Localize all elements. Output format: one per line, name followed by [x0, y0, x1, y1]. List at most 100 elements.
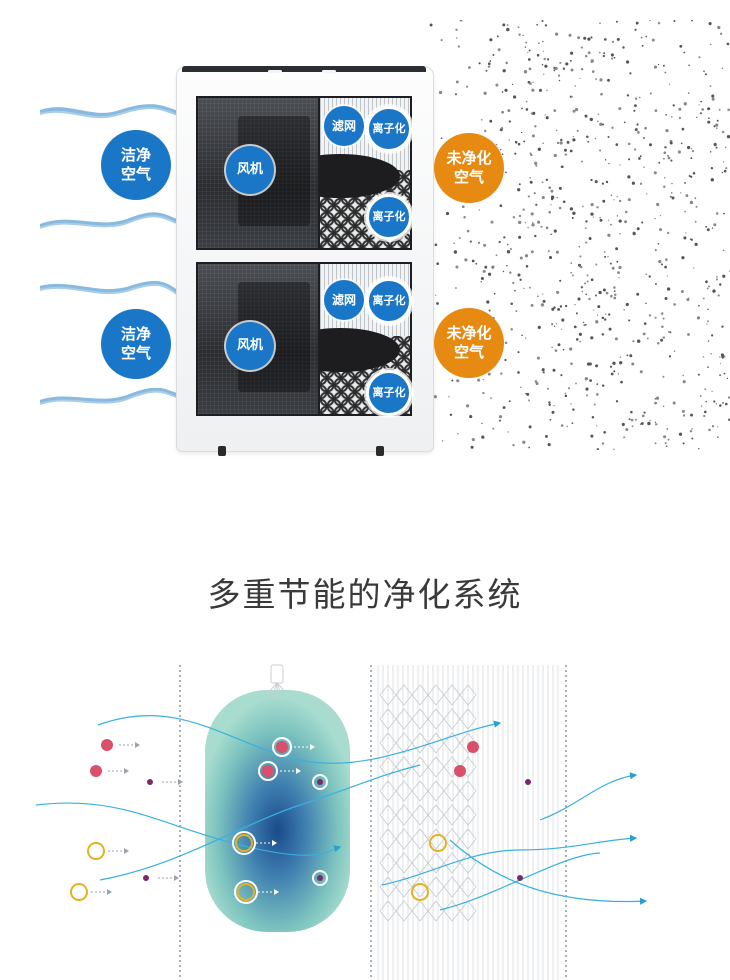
dust-particle: [597, 120, 599, 122]
dust-particle: [498, 419, 502, 422]
dust-particle: [627, 198, 631, 202]
dust-particle: [605, 291, 609, 295]
dust-particle: [662, 64, 665, 67]
dust-particle: [717, 294, 720, 297]
arrow-head: [272, 840, 277, 846]
dust-particle: [666, 287, 671, 291]
dust-particle: [641, 414, 645, 418]
dust-particle: [600, 92, 603, 96]
dust-particle: [597, 113, 600, 116]
dust-particle: [502, 270, 505, 273]
dust-particle: [535, 381, 539, 386]
dust-particle: [596, 448, 600, 450]
unpurified-dust-cloud: [422, 20, 730, 450]
dust-particle: [706, 323, 708, 325]
dust-particle: [544, 434, 548, 438]
dust-particle: [528, 425, 532, 429]
dust-particle: [570, 262, 573, 265]
dust-particle: [564, 394, 568, 398]
dust-particle: [659, 214, 662, 217]
dust-particle: [649, 419, 651, 422]
dust-particle: [440, 39, 443, 42]
dust-particle: [601, 182, 605, 185]
dust-particle: [671, 192, 673, 194]
dust-particle: [514, 289, 516, 292]
dust-particle: [540, 303, 545, 307]
dust-particle: [489, 119, 493, 123]
dust-particle: [493, 292, 496, 295]
dust-particle: [591, 415, 595, 419]
dust-particle: [619, 361, 623, 365]
dust-particle: [544, 24, 548, 27]
dust-particle: [667, 231, 670, 235]
dust-particle: [495, 254, 498, 257]
dust-particle: [723, 372, 726, 375]
dust-particle: [721, 325, 724, 328]
dust-particle: [514, 140, 518, 144]
dust-particle: [537, 325, 541, 329]
dust-particle: [564, 148, 567, 152]
dust-particle: [528, 49, 531, 52]
clean-air-badge-lower: 洁净 空气: [101, 309, 171, 379]
arrow-head: [107, 889, 112, 895]
dust-particle: [627, 175, 631, 179]
ionization-chamber: [205, 690, 350, 932]
dust-particle: [506, 250, 511, 254]
dust-particle: [642, 136, 646, 140]
dust-particle: [636, 292, 640, 296]
dust-particle: [726, 42, 730, 46]
dust-particle: [664, 71, 667, 74]
dust-particle: [553, 306, 556, 309]
dust-particle: [640, 36, 643, 39]
dust-particle: [691, 149, 695, 153]
dust-particle: [528, 67, 532, 71]
dust-particle: [637, 131, 640, 134]
dust-particle: [597, 305, 601, 309]
dust-particle: [663, 435, 667, 439]
dust-particle: [667, 154, 670, 157]
dust-particle: [553, 69, 556, 72]
dust-particle: [517, 26, 520, 29]
dust-particle: [667, 438, 670, 441]
dust-particle: [711, 97, 715, 101]
dust-particle: [488, 309, 491, 312]
arrow-head: [296, 768, 301, 774]
dust-particle: [585, 394, 589, 397]
dust-particle: [557, 307, 561, 311]
dust-particle: [574, 304, 576, 306]
dust-particle: [696, 317, 700, 320]
dust-particle: [547, 58, 550, 61]
dust-particle: [679, 44, 683, 48]
dust-particle: [510, 328, 513, 331]
dust-particle: [713, 223, 717, 227]
dust-particle: [542, 293, 544, 295]
dust-particle: [535, 203, 538, 206]
dust-particle: [584, 54, 588, 58]
dust-particle: [710, 166, 714, 170]
dust-particle: [677, 150, 681, 154]
dust-particle: [560, 424, 564, 427]
dust-particle: [555, 323, 558, 325]
dust-particle: [536, 295, 539, 298]
dust-particle: [613, 370, 616, 373]
dust-particle: [727, 396, 730, 399]
dust-particle: [501, 91, 504, 93]
dust-particle: [532, 111, 536, 116]
dust-particle: [512, 216, 516, 219]
dust-particle: [702, 297, 705, 300]
dust-particle: [704, 73, 708, 76]
red-particle: [467, 741, 479, 753]
dust-particle: [569, 59, 572, 62]
dust-particle: [572, 408, 575, 411]
dust-particle: [611, 126, 614, 129]
dust-particle: [556, 290, 560, 294]
dust-particle: [579, 77, 581, 79]
mesh-cell: [427, 684, 445, 706]
dust-particle: [571, 216, 574, 220]
dust-particle: [618, 107, 622, 111]
dust-particle: [553, 153, 557, 158]
purification-system-diagram: [35, 664, 648, 980]
dust-particle: [588, 297, 591, 301]
dust-particle: [708, 22, 712, 26]
dust-particle: [662, 336, 666, 339]
